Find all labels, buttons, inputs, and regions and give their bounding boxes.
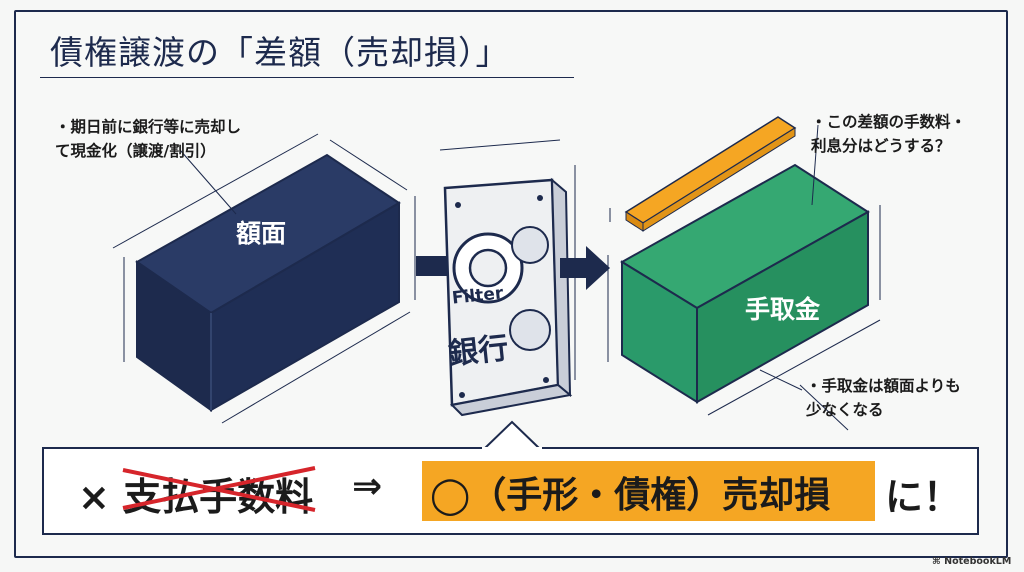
net-proceeds-dimension-lines bbox=[607, 124, 881, 431]
arrow-out-of-bank bbox=[560, 246, 610, 290]
wrong-term: × 支払手数料 bbox=[78, 466, 316, 521]
note-net-proceeds-less: ・手取金は額面よりも 少なくなる bbox=[806, 377, 961, 419]
notebooklm-logo-icon: ⌘ bbox=[932, 556, 941, 567]
face-value-dimension-lines bbox=[112, 133, 416, 424]
title-underline bbox=[40, 77, 574, 78]
correct-term-highlight bbox=[422, 461, 875, 521]
bubble-tail bbox=[482, 420, 542, 450]
suffix-text: に！ bbox=[885, 475, 962, 519]
face-value-box bbox=[135, 153, 401, 412]
face-value-label: 額面 bbox=[236, 219, 287, 248]
notebooklm-badge: ⌘ NotebookLM bbox=[932, 556, 1012, 567]
bank-filter-device bbox=[439, 139, 576, 417]
note-difference-question: ・この差額の手数料・ 利息分はどうする？ bbox=[811, 113, 967, 155]
struck-term: 支払手数料 bbox=[122, 466, 316, 521]
correct-term: ◯（手形・債権）売却損 bbox=[430, 475, 831, 516]
note-sale-to-bank: ・期日前に銀行等に売却し て現金化（譲渡/割引） bbox=[55, 118, 242, 160]
bank-label: 銀行 bbox=[446, 330, 511, 373]
slide-title: 債権譲渡の「差額（売却損）」 bbox=[50, 33, 510, 72]
net-proceeds-label: 手取金 bbox=[745, 295, 821, 324]
strike-x-mark bbox=[122, 466, 316, 512]
cross-mark: × bbox=[78, 475, 110, 519]
implies-arrow: ⇒ bbox=[352, 466, 383, 507]
difference-bar bbox=[624, 116, 797, 232]
net-proceeds-box bbox=[620, 163, 870, 404]
